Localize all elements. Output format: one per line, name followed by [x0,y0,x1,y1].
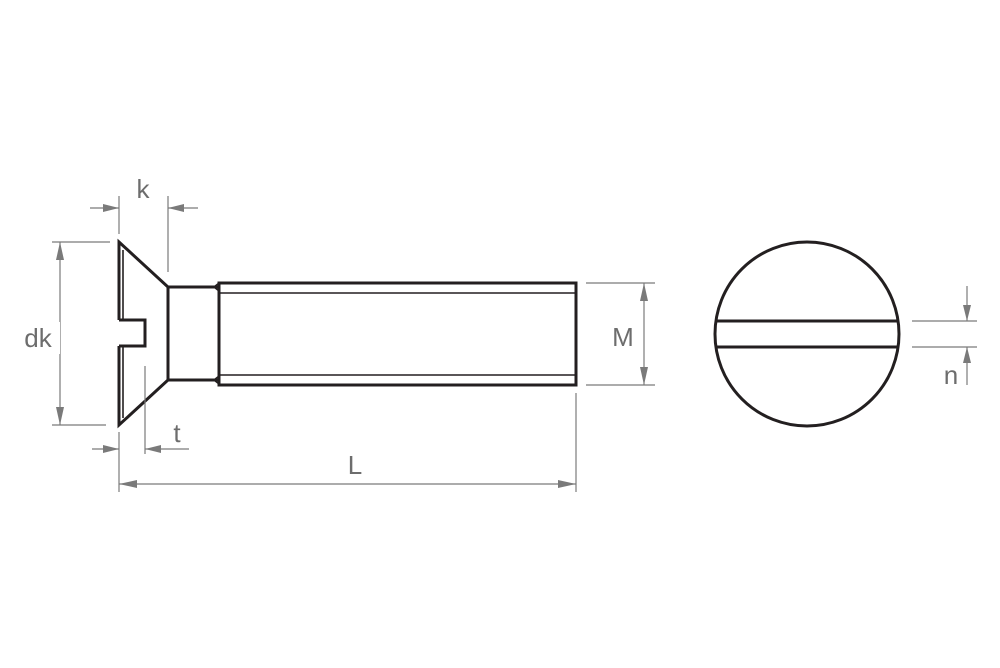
k-label: k [137,174,151,204]
n-arrow-bottom-icon [963,347,971,363]
L-label: L [348,450,362,480]
head-circle [713,240,901,428]
dk-arrow-top-icon [56,242,64,260]
t-label: t [173,418,181,448]
M-arrow-bottom-icon [640,367,648,385]
k-arrow-right-icon [168,204,184,212]
t-arrow-right-icon [145,445,161,453]
threaded-body [217,281,578,387]
L-arrow-right-icon [558,480,576,488]
M-arrow-top-icon [640,283,648,301]
dimension-L: L [119,393,577,492]
dk-label-bg [20,322,60,354]
dimension-n: n [912,286,977,390]
dk-label: dk [24,323,52,353]
dimension-dk: dk [20,241,110,426]
L-arrow-left-icon [119,480,137,488]
slot-outline [119,318,147,348]
dimension-M: M [586,282,655,386]
t-arrow-left-icon [103,445,119,453]
slot-mask [116,320,145,346]
k-arrow-left-icon [103,204,119,212]
dimension-k: k [90,174,198,272]
side-view [116,238,578,429]
n-label: n [944,360,958,390]
dimension-t: t [92,366,189,492]
head-top-view [713,240,901,428]
n-arrow-top-icon [963,305,971,321]
M-label: M [612,322,634,352]
dk-arrow-bottom-icon [56,407,64,425]
